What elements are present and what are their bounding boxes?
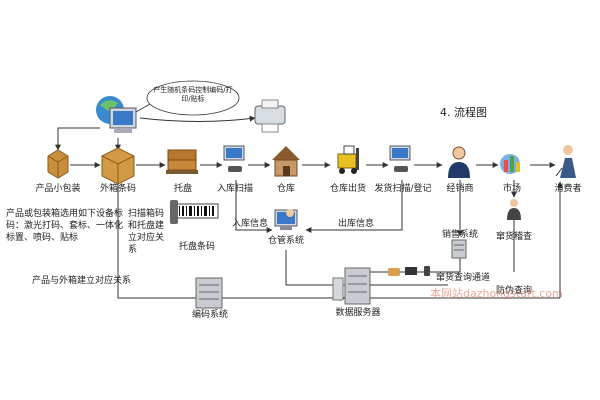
label-ship-scan: 发货扫描/登记 (374, 184, 432, 194)
label-warehouse: 仓库 (276, 184, 296, 194)
inbound-scanner-icon (223, 145, 245, 172)
diagram-title: 4. 流程图 (440, 106, 487, 119)
warehouse-icon (272, 146, 300, 177)
coding-computer-icon (96, 96, 137, 133)
outer-box-icon (101, 147, 135, 185)
info-flow-lines (235, 180, 517, 272)
sales-server-icon (451, 239, 467, 259)
pallet-barcode-icon (170, 200, 219, 224)
label-product-box: 产品小包装 (35, 184, 81, 194)
inspection-person-icon (507, 199, 521, 220)
coding-server-icon (195, 277, 223, 309)
watermark: 本网站dazhongstart.com (430, 287, 563, 300)
forklift-icon (337, 145, 359, 174)
query-devices-icon (388, 266, 430, 276)
market-chart-icon (500, 154, 520, 174)
label-coding-system: 编码系统 (191, 310, 229, 320)
label-market: 市场 (502, 184, 522, 194)
flow-outbound-info: 出库信息 (338, 219, 375, 229)
top-feed-lines (55, 115, 256, 151)
dealer-person-icon (448, 146, 470, 178)
label-pallet: 托盘 (173, 184, 193, 194)
flow-query-channel: 窜货查询通道 (436, 273, 491, 283)
note-product-box-relation: 产品与外箱建立对应关系 (32, 276, 132, 286)
flow-inbound-info: 入库信息 (232, 219, 269, 229)
flow-anti-fake: 防伪查询 (496, 286, 533, 296)
label-inspection: 窜货稽查 (495, 232, 533, 242)
data-server-icon (332, 267, 371, 305)
consumer-person-icon (555, 145, 576, 178)
ship-scanner-icon (389, 145, 411, 172)
label-outbound: 仓库出货 (329, 184, 367, 194)
printer-callout: 产生随机条码控制编码/打印/贴标 (153, 86, 233, 103)
label-printer-icon (254, 99, 286, 133)
label-warehouse-system: 仓管系统 (267, 236, 305, 246)
label-outer-box: 外箱条码 (99, 184, 137, 194)
label-consumer: 消费者 (554, 184, 582, 194)
label-inbound-scan: 入库扫描 (216, 184, 254, 194)
note-product-labels: 产品或包装箱选用如下设备标码：激光打码、套标、一体化标置、喷码、贴标 (6, 209, 124, 243)
product-box-icon (47, 149, 69, 179)
label-data-server: 数据服务器 (335, 308, 381, 318)
label-pallet-barcode: 托盘条码 (178, 242, 216, 252)
note-pallet-relation: 扫描箱码和托盘建立对应关系 (128, 209, 165, 255)
pallet-icon (166, 149, 198, 174)
warehouse-system-icon (274, 209, 298, 230)
callout-bubble (146, 80, 240, 116)
label-sales-system: 销售系统 (441, 230, 479, 240)
label-dealer: 经销商 (446, 184, 474, 194)
